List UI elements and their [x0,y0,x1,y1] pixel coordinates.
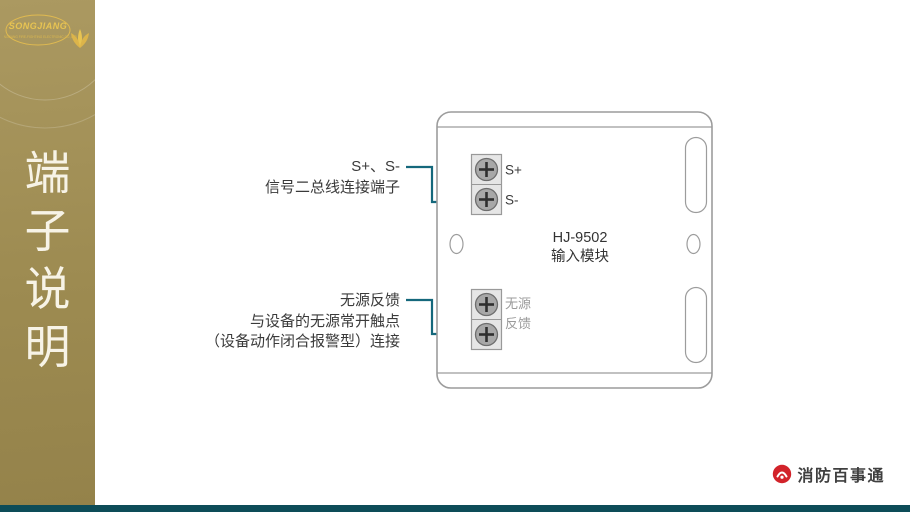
decorative-arcs [0,79,95,129]
annotation-passive-feedback: 无源反馈 与设备的无源常开触点 （设备动作闭合报警型）连接 [205,291,400,353]
footer-brand: 消防百事通 [772,462,885,486]
fire-service-icon [773,464,792,484]
title-char: 明 [24,321,71,373]
terminal-label-feedback-1: 无源 [505,296,531,311]
module-name: 输入模块 [551,248,609,265]
module-model: HJ-9502 [553,230,608,246]
left-mount-hole [449,233,464,255]
bottom-accent-bar [0,505,910,512]
annotation-signal-bus: S+、S- 信号二总线连接端子 [265,157,400,198]
annotation-line: S+、S- [351,158,400,175]
lotus-icon [71,29,89,48]
annotation-line: 与设备的无源常开触点 [249,312,400,330]
right-mount-hole [686,233,701,255]
screw-icon [474,187,499,212]
songjiang-logo: SONGJIANG SONGJIANG FIRE-FIGHTING ELECTR… [0,8,91,62]
terminal-label-feedback-2: 反馈 [505,316,531,331]
title-char: 端 [24,147,71,199]
right-slot-bottom [684,286,708,364]
footer-brand-text: 消防百事通 [797,468,885,485]
connector-line-bottom [406,298,437,336]
terminal-block-top [470,153,503,216]
title-char: 说 [24,263,71,315]
module-body [436,111,713,389]
screw-icon [474,292,499,317]
right-slot-top [684,136,708,214]
page-title: 端 子 说 明 [0,150,95,382]
screw-icon [474,157,499,182]
logo-wreath [5,14,71,46]
terminal-block-bottom [470,288,503,351]
annotation-line: （设备动作闭合报警型）连接 [204,333,400,350]
annotation-line: 信号二总线连接端子 [264,178,400,196]
title-char: 子 [24,205,71,257]
terminal-label-s-minus: S- [505,193,519,208]
connector-line-top [406,165,437,204]
module-diagram: S+ S- 无源 反馈 HJ-9502 输入模块 [406,111,713,389]
screw-icon [474,322,499,347]
annotation-line: 无源反馈 [339,292,400,309]
sidebar: SONGJIANG SONGJIANG FIRE-FIGHTING ELECTR… [0,0,95,512]
terminal-label-s-plus: S+ [505,163,522,178]
logo-tagline-text: SONGJIANG FIRE-FIGHTING ELECTRONIC CO.,L… [4,35,78,39]
logo-brand-text: SONGJIANG [9,21,68,31]
